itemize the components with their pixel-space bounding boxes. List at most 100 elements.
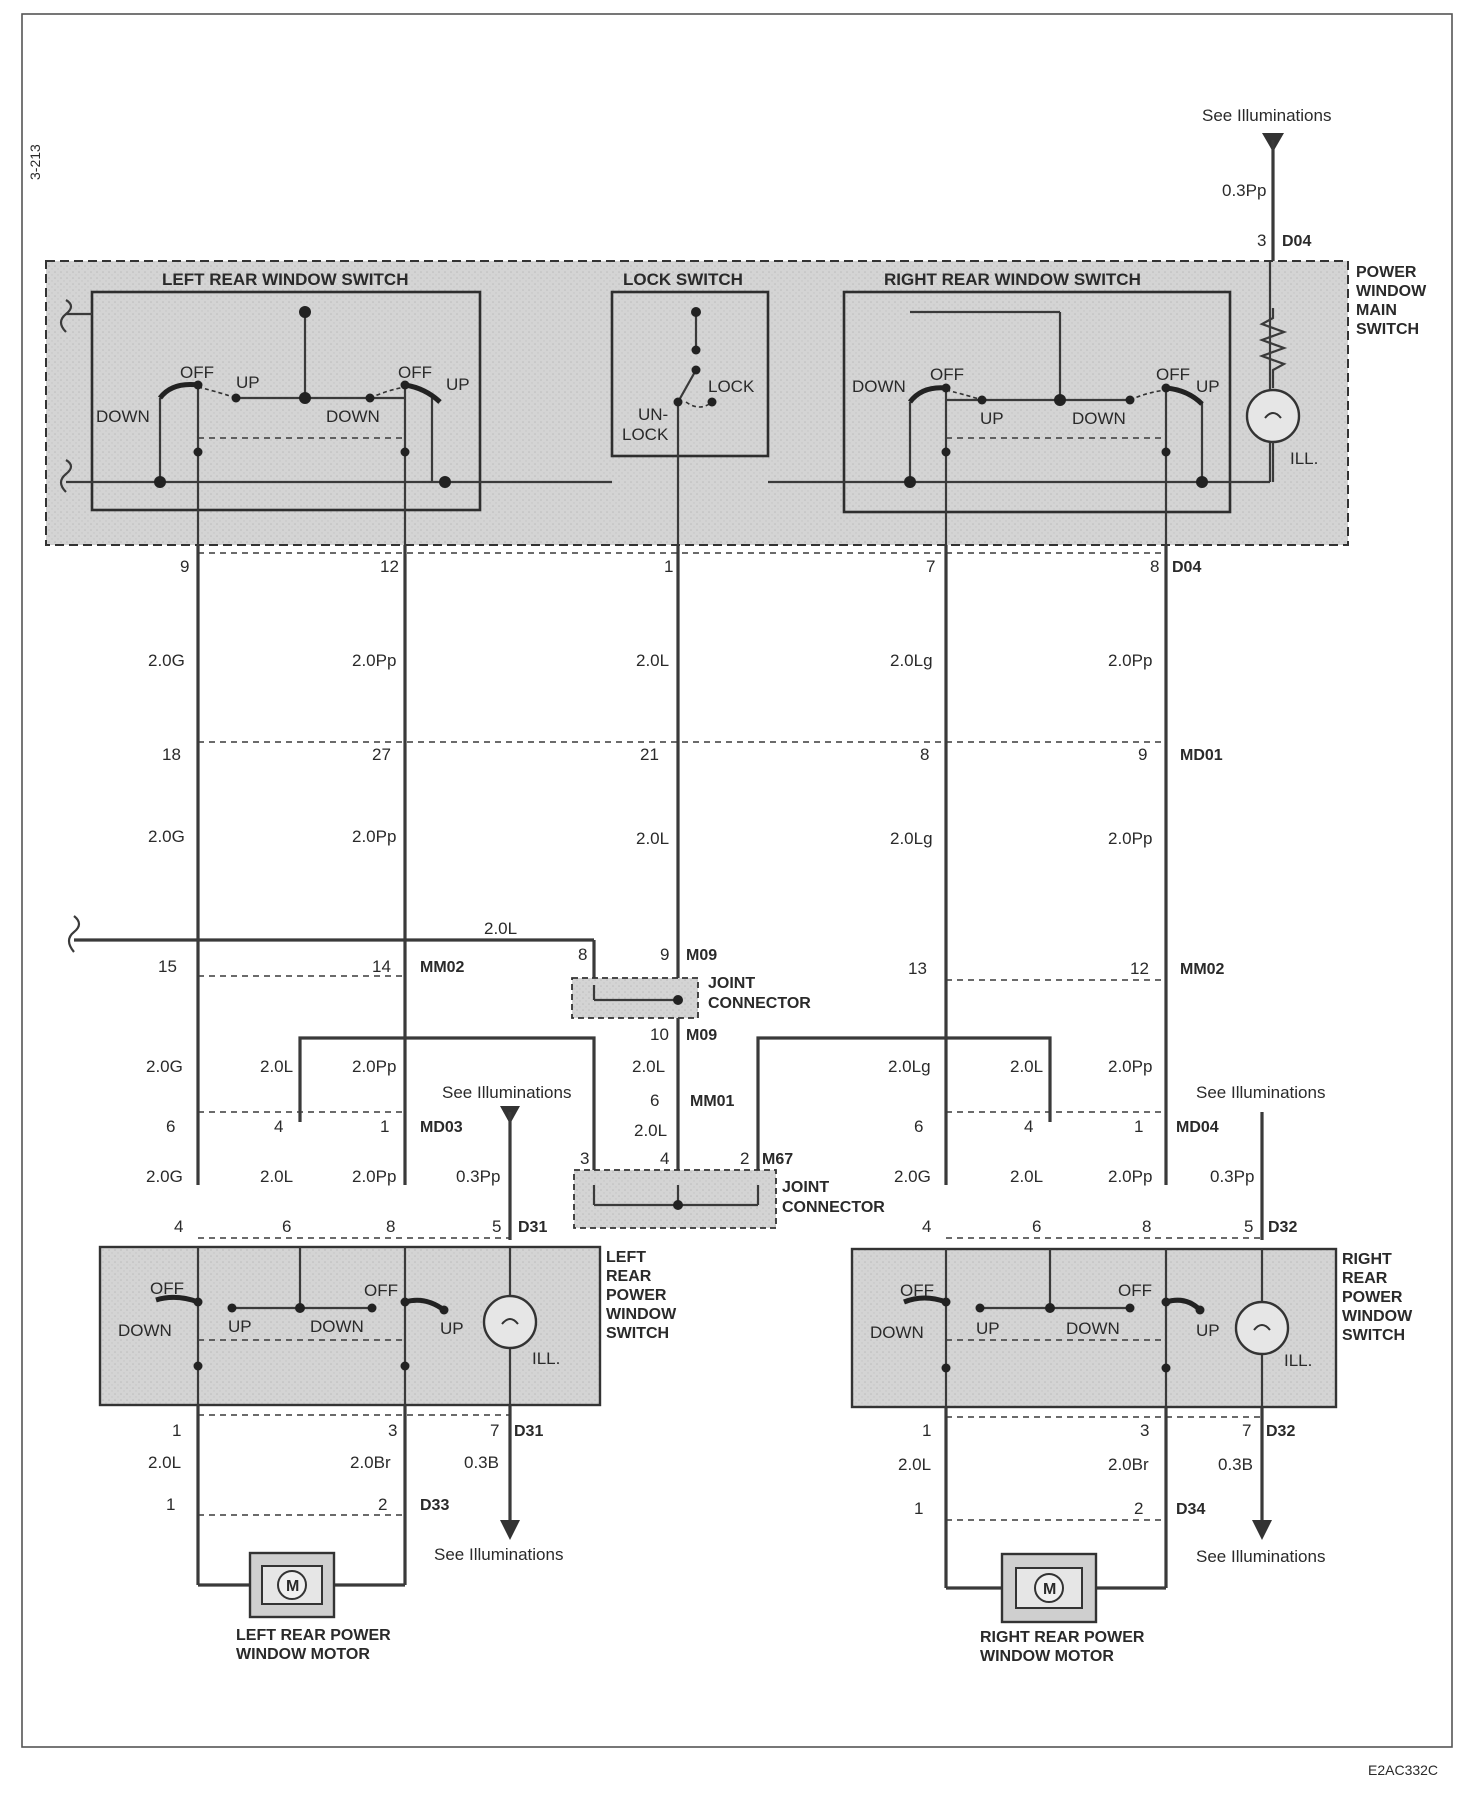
main-switch-border [45,260,1349,546]
wire-c-rl: 2.0L [1010,1057,1043,1076]
md01-conn-label: MD01 [1180,747,1223,764]
right-main-down-1: DOWN [852,377,906,396]
m67-joint-label-1: JOINT [782,1179,829,1196]
mm02-pin-13: 13 [908,959,927,978]
left-sw-title-1: LEFT [606,1249,646,1266]
left-motor-m: M [286,1578,299,1595]
m09-conn-top: M09 [686,947,717,964]
d32-pin-4: 4 [922,1217,931,1236]
md01-pin-9: 9 [1138,745,1147,764]
d32-pin-1: 1 [922,1421,931,1440]
wire-c-mid: 2.0L [632,1057,665,1076]
right-sw-ill: ILL. [1284,1351,1312,1370]
right-motor-label-1: RIGHT REAR POWER [980,1629,1145,1646]
right-motor-m: M [1043,1581,1056,1598]
d32-pin-3: 3 [1140,1421,1149,1440]
wire-e-l2: 2.0Br [350,1453,391,1472]
right-sw-off-2: OFF [1118,1281,1152,1300]
right-switch-lamp-icon [1234,1300,1290,1356]
left-sw-ill: ILL. [532,1349,560,1368]
left-main-up-1: UP [236,373,260,392]
m09-pin-9: 9 [660,945,669,964]
md04-pin-1: 1 [1134,1117,1143,1136]
wire-b-3: 2.0L [636,829,669,848]
wire-d-ll: 2.0L [260,1167,293,1186]
wire-d-rg: 2.0G [894,1167,931,1186]
md01-pin-8: 8 [920,745,929,764]
mm02-conn-right: MM02 [1180,961,1225,978]
m09-pin-10: 10 [650,1025,669,1044]
md04-conn-label: MD04 [1176,1119,1219,1136]
d32-pin-7: 7 [1242,1421,1251,1440]
top-see-illuminations: See Illuminations [1202,106,1331,125]
m67-joint-label-2: CONNECTOR [782,1199,885,1216]
wire-c-g: 2.0G [146,1057,183,1076]
main-illumination-lamp-icon [1245,388,1301,444]
m67-joint-connector [573,1169,777,1229]
d33-conn-label: D33 [420,1497,449,1514]
m09-joint-label-1: JOINT [708,975,755,992]
d31-pin-1: 1 [172,1421,181,1440]
md04-see-illuminations: See Illuminations [1196,1083,1325,1102]
right-sw-title-4: WINDOW [1342,1308,1413,1325]
left-sw-title-2: REAR [606,1268,652,1285]
d34-pin-1: 1 [914,1499,923,1518]
unlock-label-1: UN- [638,405,668,424]
left-see-arrow-icon [500,1520,520,1540]
wire-d-lpp3: 0.3Pp [456,1167,500,1186]
right-sw-off-1: OFF [900,1281,934,1300]
left-rear-window-switch-title: LEFT REAR WINDOW SWITCH [162,270,408,289]
main-switch-title-1: POWER [1356,264,1417,281]
wire-a-2: 2.0Pp [352,651,396,670]
wire-a-3: 2.0L [636,651,669,670]
m09-pin-8: 8 [578,945,587,964]
wire-a-4: 2.0Lg [890,651,933,670]
md03-pin-6: 6 [166,1117,175,1136]
wire-d-lpp: 2.0Pp [352,1167,396,1186]
top-pin: 3 [1257,231,1266,250]
md03-pin-1: 1 [380,1117,389,1136]
right-sw-title-1: RIGHT [1342,1251,1392,1268]
right-rear-window-switch-title: RIGHT REAR WINDOW SWITCH [884,270,1141,289]
lock-label: LOCK [708,377,755,396]
wire-b-2: 2.0Pp [352,827,396,846]
left-switch-lamp-icon [482,1294,538,1350]
wire-e-r1: 2.0L [898,1455,931,1474]
wire-d-rl: 2.0L [1010,1167,1043,1186]
md03-conn-label: MD03 [420,1119,463,1136]
d32-pin-6: 6 [1032,1217,1041,1236]
left-motor-label-2: WINDOW MOTOR [236,1646,370,1663]
wire-c-lg: 2.0Lg [888,1057,931,1076]
d32-pin-8: 8 [1142,1217,1151,1236]
left-motor-label-1: LEFT REAR POWER [236,1627,391,1644]
wire-e-r3: 0.3B [1218,1455,1253,1474]
d04-pin-8: 8 [1150,557,1159,576]
d31-pin-7: 7 [490,1421,499,1440]
left-main-off-1: OFF [180,363,214,382]
left-sw-title-4: WINDOW [606,1306,677,1323]
wire-b-5: 2.0Pp [1108,829,1152,848]
right-main-off-2: OFF [1156,365,1190,384]
m67-conn-label: M67 [762,1151,793,1168]
md03-see-illuminations: See Illuminations [442,1083,571,1102]
lock-switch-title: LOCK SWITCH [623,270,743,289]
d31-pin-3: 3 [388,1421,397,1440]
mm02-conn-left: MM02 [420,959,465,976]
left-sw-title-5: SWITCH [606,1325,669,1342]
d33-pin-1: 1 [166,1495,175,1514]
left-main-down-2: DOWN [326,407,380,426]
d31-pin-8: 8 [386,1217,395,1236]
wire-e-r2: 2.0Br [1108,1455,1149,1474]
right-sw-down-1: DOWN [870,1323,924,1342]
right-main-up-2: UP [1196,377,1220,396]
right-see-arrow-icon [1252,1520,1272,1540]
left-sw-down-1: DOWN [118,1321,172,1340]
d04-pin-7: 7 [926,557,935,576]
d32-pin-5: 5 [1244,1217,1253,1236]
left-sw-off-2: OFF [364,1281,398,1300]
wire-b-1: 2.0G [148,827,185,846]
wire-d-rpp: 2.0Pp [1108,1167,1152,1186]
mm02-pin-12: 12 [1130,959,1149,978]
mm02-left-wire: 2.0L [484,919,517,938]
